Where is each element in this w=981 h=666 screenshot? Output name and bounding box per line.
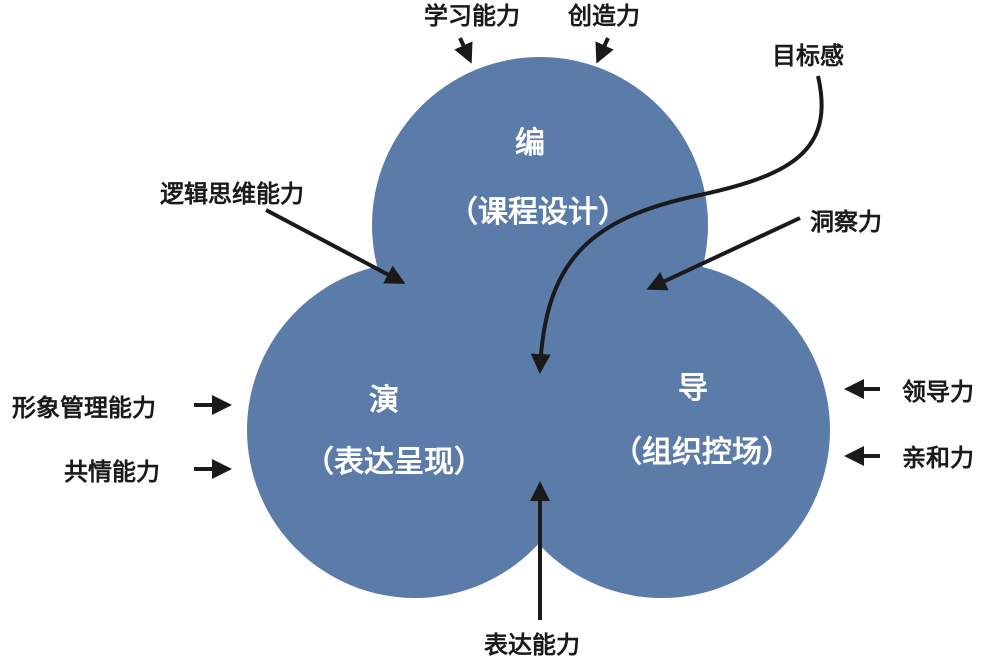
arrow-creativity bbox=[595, 37, 614, 64]
circle-right-title: 导 bbox=[678, 371, 708, 406]
circle-group bbox=[247, 57, 830, 598]
arrow-goal bbox=[530, 75, 824, 374]
label-expression: 表达能力 bbox=[484, 631, 580, 659]
circle-top-title: 编 bbox=[515, 126, 545, 161]
circle-left-subtitle: （表达呈现） bbox=[304, 445, 484, 480]
label-image: 形象管理能力 bbox=[12, 394, 156, 422]
circle-top-subtitle: （课程设计） bbox=[448, 195, 628, 230]
circle-right bbox=[494, 262, 830, 598]
arrow-insight bbox=[646, 216, 801, 291]
arrow-learning bbox=[454, 37, 473, 64]
circle-left-title: 演 bbox=[369, 383, 399, 418]
label-leadership: 领导力 bbox=[902, 378, 974, 406]
label-insight: 洞察力 bbox=[810, 208, 882, 236]
circle-right-subtitle: （组织控场） bbox=[612, 435, 792, 470]
label-goal: 目标感 bbox=[772, 42, 844, 70]
circle-left bbox=[247, 262, 583, 598]
label-creativity: 创造力 bbox=[567, 2, 640, 30]
arrow-group bbox=[194, 37, 880, 620]
label-affinity: 亲和力 bbox=[902, 444, 974, 472]
arrow-logic bbox=[265, 208, 406, 284]
label-logic: 逻辑思维能力 bbox=[160, 180, 304, 208]
label-empathy: 共情能力 bbox=[64, 458, 160, 486]
label-learning: 学习能力 bbox=[424, 2, 520, 30]
